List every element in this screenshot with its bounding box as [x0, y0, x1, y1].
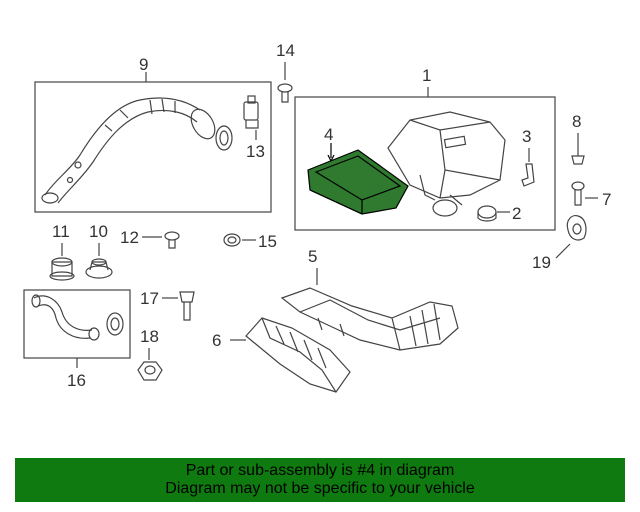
callout-16: 16	[67, 371, 86, 390]
box-part-1	[294, 96, 556, 231]
callout-8: 8	[572, 112, 581, 131]
ring-part-15	[223, 233, 241, 247]
nut-part-18	[137, 361, 163, 381]
parts-diagram: 9 13 14 1	[23, 41, 611, 393]
callout-19: 19	[532, 253, 551, 272]
grommet-part-2	[477, 205, 497, 222]
box-part-9	[34, 81, 272, 213]
air-duct-part-5	[280, 287, 459, 351]
callout-17: 17	[140, 289, 159, 308]
callout-9: 9	[139, 55, 148, 74]
callout-1: 1	[422, 66, 431, 85]
clamp-part-16	[106, 312, 124, 336]
bracket-part-3	[521, 163, 535, 187]
callout-7: 7	[602, 190, 611, 209]
grommet-part-10	[85, 258, 113, 279]
air-filter-element-part-4	[307, 149, 409, 215]
clamp-part-19	[566, 215, 587, 241]
callout-11: 11	[52, 222, 70, 241]
notice-banner: Part or sub-assembly is #4 in diagram Di…	[15, 458, 625, 502]
leader-19	[555, 243, 571, 259]
bolt-part-17	[179, 291, 195, 321]
notice-line-1: Part or sub-assembly is #4 in diagram	[185, 462, 455, 479]
callout-6: 6	[212, 331, 221, 350]
callout-18: 18	[140, 327, 159, 346]
bolt-part-12	[164, 231, 180, 249]
notice-line-2: Diagram may not be specific to your vehi…	[165, 480, 475, 497]
callout-3: 3	[522, 127, 531, 146]
callout-10: 10	[89, 222, 108, 241]
bolt-part-8	[571, 150, 585, 165]
clamp-part-13	[215, 125, 233, 151]
bolt-part-14	[277, 83, 293, 103]
callout-14: 14	[276, 41, 295, 60]
callout-12: 12	[120, 228, 139, 247]
bolt-part-7	[571, 181, 585, 206]
callout-13: 13	[246, 142, 265, 161]
intake-duct-part-9	[41, 97, 216, 204]
callout-4: 4	[324, 125, 333, 144]
callout-5: 5	[308, 247, 317, 266]
hose-part-16	[31, 294, 100, 341]
grommet-part-11	[49, 257, 75, 281]
callout-15: 15	[258, 232, 277, 251]
air-cleaner-housing-part-1	[387, 111, 506, 217]
callout-2: 2	[512, 204, 521, 223]
duct-part-6	[245, 317, 351, 393]
sensor-part-13	[243, 95, 259, 129]
